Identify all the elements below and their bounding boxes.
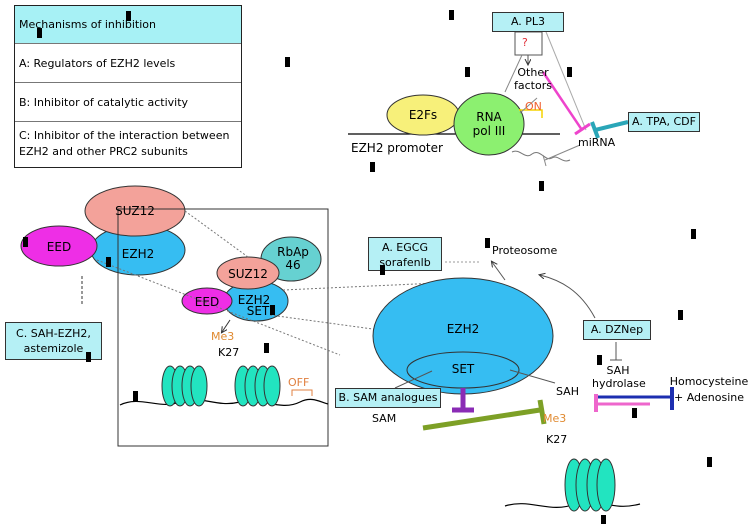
ezh2-small-label: EZH2	[237, 293, 271, 307]
question-box	[514, 31, 543, 56]
mirna-inhibit-bar	[542, 154, 547, 167]
nucleosome-1	[161, 365, 208, 407]
teal-inhibition-bar	[590, 121, 600, 139]
ezh2-label: EZH2	[121, 247, 155, 261]
pl3-box: A. PL3	[492, 12, 564, 32]
tpa-cdf-box: A. TPA, CDF	[628, 112, 700, 132]
suz12-small-ellipse	[216, 256, 280, 290]
redaction-mark	[285, 57, 290, 67]
chromatin-box	[117, 208, 329, 447]
on-label: ON	[525, 100, 542, 113]
me3-arrow	[222, 319, 231, 332]
redaction-mark	[86, 352, 91, 362]
dznep-box: A. DZNep	[583, 320, 651, 340]
sah-hydrolase-label: SAH hydrolase	[592, 364, 646, 390]
dotted-link-eed	[96, 259, 341, 356]
redaction-mark	[539, 181, 544, 191]
redaction-mark	[449, 10, 454, 20]
redaction-mark	[567, 67, 572, 77]
ezh2-to-proteosome	[492, 262, 506, 281]
off-marker	[291, 389, 313, 396]
question-inhibit-rnapol	[504, 54, 523, 93]
suz12-small-label: SUZ12	[228, 267, 268, 281]
redaction-mark	[597, 355, 602, 365]
ezh2-big-label: EZH2	[446, 322, 480, 336]
sam-inhibit-set	[394, 370, 433, 389]
sah-ezh2-box: C. SAH-EZH2, astemizole	[5, 322, 102, 360]
proteosome-label: Proteosome	[492, 244, 558, 257]
suz12-label: SUZ12	[115, 204, 155, 218]
homocysteine-label: Homocysteine + Adenosine	[669, 375, 749, 404]
dotted-link-ezh2	[282, 281, 461, 291]
rnapol-ellipse	[453, 92, 525, 156]
promoter-label: EZH2 promoter	[351, 141, 443, 155]
mrna-wave	[511, 150, 571, 162]
eed-ellipse	[20, 225, 98, 267]
redaction-mark	[678, 310, 683, 320]
e2fs-label: E2Fs	[408, 108, 438, 122]
dotted-link-set	[269, 314, 381, 331]
legend-row-a: A: Regulators of EZH2 levels	[15, 43, 241, 82]
redaction-mark	[126, 11, 131, 21]
redaction-mark	[380, 265, 385, 275]
ezh2-big-ellipse	[372, 277, 554, 395]
legend-title: Mechanisms of inhibition	[15, 6, 241, 43]
dznep-to-proteosome	[540, 275, 596, 319]
redaction-mark	[264, 343, 269, 353]
mirna-inhibit-line	[544, 144, 581, 161]
pl3-inhibit-line	[541, 21, 587, 131]
legend-row-c: C: Inhibitor of the interaction between …	[15, 121, 241, 167]
nucleosome-2	[234, 365, 281, 407]
set-small-label: SET	[246, 304, 270, 318]
rnapol-label: RNA pol III	[472, 110, 506, 138]
eed-small-label: EED	[194, 295, 220, 309]
redaction-mark	[37, 28, 42, 38]
redaction-mark	[707, 457, 712, 467]
me3-small-label: Me3	[211, 330, 235, 343]
redaction-mark	[370, 162, 375, 172]
teal-inhibition-line	[594, 120, 629, 132]
eed-small-ellipse	[181, 287, 233, 315]
eed-label: EED	[46, 240, 72, 254]
sam-olive-line	[422, 407, 541, 431]
redaction-mark	[106, 257, 111, 267]
sam-label: SAM	[372, 412, 397, 425]
redaction-mark	[23, 237, 28, 247]
dotted-link-suz	[184, 210, 249, 258]
sam-olive-bar	[537, 399, 547, 425]
redaction-mark	[691, 229, 696, 239]
nucleosome-3	[564, 458, 616, 512]
sam-analogues-box: B. SAM analogues	[335, 388, 441, 408]
other-factors-label: Other factors	[514, 66, 552, 92]
rbap46-label: RbAp 46	[277, 245, 309, 272]
redaction-mark	[133, 391, 138, 401]
redaction-mark	[601, 515, 606, 524]
sah-inhibit-set	[509, 369, 556, 384]
k27-small-label: K27	[218, 346, 240, 359]
sah-label: SAH	[556, 385, 579, 398]
me3-big-label: Me3	[543, 412, 567, 425]
question-mark: ?	[522, 36, 528, 49]
pink-inhibition-line	[541, 71, 584, 131]
redaction-mark	[632, 408, 637, 418]
redaction-mark	[270, 305, 275, 315]
legend-row-b: B: Inhibitor of catalytic activity	[15, 82, 241, 121]
mirna-label: miRNA	[578, 136, 616, 149]
redaction-mark	[485, 238, 490, 248]
on-arrow	[519, 109, 543, 118]
pink-inhibition-bar	[574, 122, 591, 136]
mechanism-legend: Mechanisms of inhibition A: Regulators o…	[14, 5, 242, 168]
off-label: OFF	[288, 376, 310, 389]
factors-to-rnapol	[519, 97, 538, 114]
k27-big-label: K27	[546, 433, 568, 446]
chromatin-dna	[119, 398, 329, 406]
set-big-label: SET	[451, 362, 475, 376]
redaction-mark	[465, 67, 470, 77]
